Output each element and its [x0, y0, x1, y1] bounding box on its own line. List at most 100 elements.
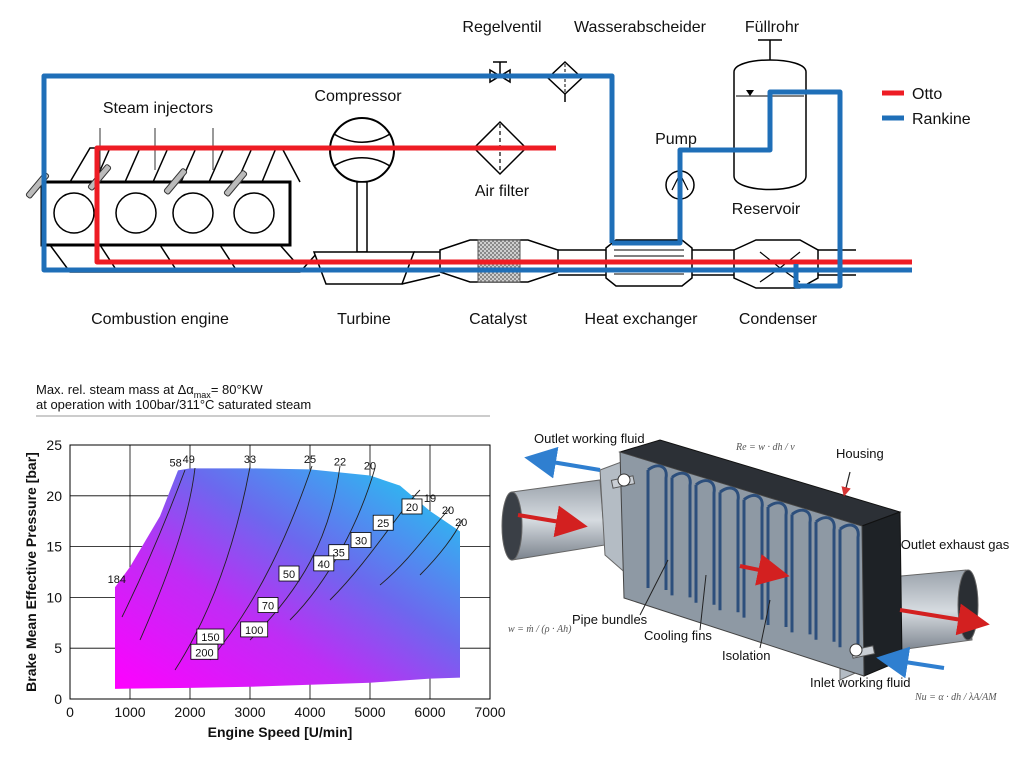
cycle-schematic: Regelventil Wasserabscheider Füllrohr St… — [25, 19, 971, 328]
contour-label: 40 — [318, 559, 330, 571]
label-compressor: Compressor — [314, 88, 402, 105]
label-isolation: Isolation — [722, 648, 770, 663]
label-outlet-working-fluid: Outlet working fluid — [534, 431, 645, 446]
contour-label: 20 — [455, 517, 467, 529]
label-condenser: Condenser — [739, 311, 818, 328]
control-valve — [489, 61, 511, 84]
label-heat-exchanger: Heat exchanger — [585, 311, 699, 328]
heat-exchanger-illustration: Outlet working fluid Housing Outlet exha… — [501, 431, 1010, 703]
y-axis-title: Brake Mean Effective Pressure [bar] — [23, 452, 39, 692]
contour-label: 20 — [364, 460, 376, 472]
contour-label: 19 — [424, 493, 436, 505]
pipe-bundle — [694, 479, 716, 605]
y-tick-label: 15 — [46, 539, 62, 555]
y-axis-ticks: 0 5 10 15 20 25 — [46, 437, 62, 707]
y-tick-label: 0 — [54, 691, 62, 707]
y-tick-label: 25 — [46, 437, 62, 453]
contour-label: 100 — [245, 625, 263, 637]
pipe-bundle — [646, 464, 668, 590]
label-catalyst: Catalyst — [469, 311, 527, 328]
contour-label: 22 — [334, 456, 346, 468]
contour-label: 20 — [442, 505, 454, 517]
chart-header-line2: at operation with 100bar/311°C saturated… — [36, 397, 311, 412]
exhaust-out-arrow — [899, 603, 990, 636]
water-separator — [546, 60, 584, 102]
x-tick-label: 6000 — [414, 704, 445, 720]
contour-label-box — [190, 643, 219, 660]
label-pump: Pump — [655, 131, 697, 148]
x-tick-label: 0 — [66, 704, 74, 720]
x-axis-title: Engine Speed [U/min] — [208, 724, 353, 740]
legend-otto: Otto — [912, 86, 942, 103]
x-tick-label: 5000 — [354, 704, 385, 720]
equation-reynolds: Re = w · dh / ν — [735, 442, 795, 453]
x-tick-label: 1000 — [114, 704, 145, 720]
pipe-bundle — [718, 486, 740, 613]
label-outlet-exhaust-gas: Outlet exhaust gas — [901, 537, 1010, 552]
contour-label: 70 — [262, 601, 274, 613]
contour-label: 20 — [406, 502, 418, 514]
pipe-bundle — [814, 516, 836, 642]
contour-label-box — [278, 565, 300, 582]
x-tick-label: 7000 — [474, 704, 505, 720]
x-tick-label: 4000 — [294, 704, 325, 720]
label-wasserabscheider: Wasserabscheider — [574, 19, 707, 36]
working-fluid-out-arrow — [524, 446, 601, 479]
contour-label-box — [372, 514, 394, 531]
contour-label-box — [401, 498, 423, 515]
pipe-bundles — [646, 464, 860, 650]
label-turbine: Turbine — [337, 311, 391, 328]
contour-label: 58 — [169, 457, 181, 469]
contour-label-box — [350, 532, 372, 548]
contour-label: 25 — [377, 518, 389, 530]
contour-label: 25 — [304, 454, 316, 466]
housing — [618, 439, 903, 677]
contour-label-box — [313, 555, 335, 572]
compressor — [329, 117, 395, 253]
contour-label: 49 — [183, 454, 195, 466]
y-tick-label: 10 — [46, 589, 62, 605]
x-axis-ticks: 0 1000 2000 3000 4000 5000 6000 7000 — [66, 704, 506, 720]
y-tick-label: 5 — [54, 640, 62, 656]
chart-header-line1: Max. rel. steam mass at Δαmax= 80°KW — [36, 382, 263, 400]
label-steam-injectors: Steam injectors — [103, 100, 213, 117]
equation-velocity: w = ṁ / (ρ · Ah) — [508, 624, 572, 635]
legend: Otto Rankine — [882, 86, 971, 128]
working-fluid-stubs — [610, 473, 876, 659]
rankine-circuit — [41, 73, 912, 289]
label-combustion-engine: Combustion engine — [91, 311, 229, 328]
label-inlet-working-fluid: Inlet working fluid — [810, 675, 910, 690]
label-air-filter: Air filter — [475, 183, 530, 200]
pipe-bundle — [838, 523, 860, 650]
pipe-bundle — [790, 508, 812, 635]
contour-label: 200 — [195, 647, 213, 659]
contour-label: 150 — [201, 632, 219, 644]
contour-label-box — [257, 597, 279, 613]
contour-label: 35 — [333, 548, 345, 560]
legend-rankine: Rankine — [912, 111, 971, 128]
working-fluid-in-arrow — [876, 646, 945, 679]
label-regelventil: Regelventil — [462, 19, 541, 36]
contour-label-box — [240, 621, 269, 638]
y-tick-label: 20 — [46, 488, 62, 504]
x-tick-label: 2000 — [174, 704, 205, 720]
contour-label: 50 — [283, 569, 295, 581]
operating-map-chart: Max. rel. steam mass at Δαmax= 80°KW at … — [23, 382, 506, 740]
exhaust-in-arrow — [517, 505, 588, 538]
contour-label: 30 — [355, 536, 367, 548]
pipe-bundle — [742, 493, 764, 620]
otto-circuit — [94, 145, 912, 265]
exhaust-mid-arrow — [739, 554, 790, 586]
label-reservoir: Reservoir — [732, 201, 801, 218]
equation-nusselt: Nu = α · dh / λA/AM — [914, 692, 997, 703]
x-tick-label: 3000 — [234, 704, 265, 720]
label-cooling-fins: Cooling fins — [644, 628, 712, 643]
contour-label: 33 — [244, 454, 256, 466]
contour-label: 184 — [108, 574, 126, 586]
label-pipe-bundles: Pipe bundles — [572, 612, 648, 627]
label-housing: Housing — [836, 446, 884, 461]
label-fuellrohr: Füllrohr — [745, 19, 800, 36]
pipe-bundle — [670, 471, 692, 598]
